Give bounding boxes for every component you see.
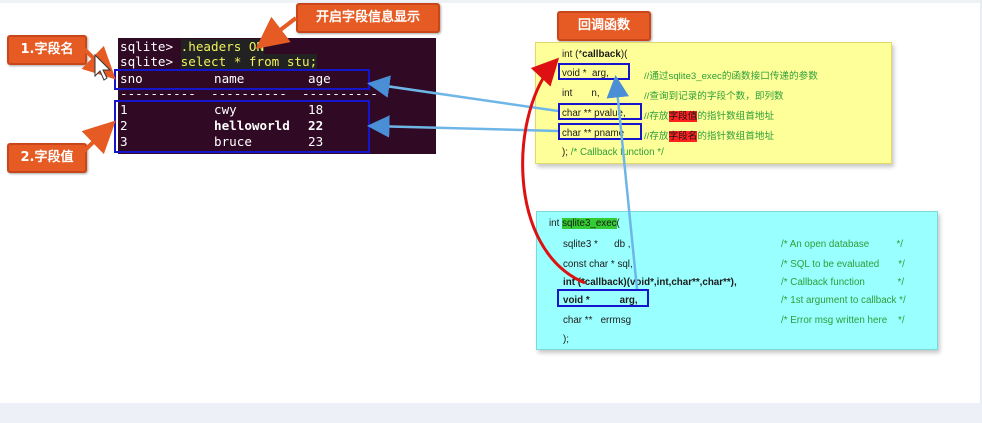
exec-param-sql: const char * sql, — [563, 259, 633, 270]
comment-pname: //存放字段名的指针数组首地址 — [644, 131, 775, 142]
exec-param-db: sqlite3 * db , — [563, 239, 631, 250]
arrow-headers-display — [255, 16, 298, 49]
comment-n: //查询到记录的字段个数，即列数 — [644, 91, 784, 102]
row-3-sno: 3 — [120, 134, 128, 149]
exec-comment-db: /* An open database */ — [781, 239, 904, 250]
page-right-border — [980, 0, 982, 423]
exec-param-callback: int (*callback)(void*,int,char**,char**)… — [563, 277, 737, 288]
pname-param-highlight — [558, 123, 642, 140]
param-pname: char ** pname — [562, 128, 625, 139]
param-pvalue: char ** pvalue, — [562, 108, 626, 119]
exec-comment-arg: /* 1st argument to callback */ — [781, 295, 906, 306]
callout-callback-function: 回调函数 — [557, 11, 651, 41]
exec-close: ); — [563, 334, 569, 345]
row-2-sno: 2 — [120, 118, 128, 133]
column-header-age: age — [308, 71, 331, 86]
callback-close: ); /* Callback function */ — [562, 147, 664, 158]
footer-band — [0, 403, 982, 423]
exec-param-arg: void * arg, — [563, 295, 638, 306]
comment-pvalue: //存放字段值的指针数组首地址 — [644, 111, 775, 122]
row-3-age: 23 — [308, 134, 324, 149]
terminal-line: sqlite> select * from stu; — [120, 54, 318, 69]
callout-field-value: 2.字段值 — [7, 143, 87, 173]
row-2-name: helloworld — [214, 118, 290, 133]
mouse-cursor-icon — [94, 53, 112, 81]
pvalue-param-highlight — [558, 103, 642, 120]
arrow-pvalue-to-values — [367, 115, 559, 138]
prompt: sqlite> — [120, 39, 181, 54]
comment-arg: //通过sqlite3_exec的函数接口传递的参数 — [644, 71, 818, 82]
arrow-exec-arg-to-callback-arg — [606, 75, 639, 290]
param-n: int n, — [562, 88, 600, 99]
callback-signature: int (*callback)( — [562, 49, 628, 60]
arrow-callback-link — [521, 57, 586, 285]
exec-comment-callback: /* Callback function */ — [781, 277, 905, 288]
row-2-age: 22 — [308, 118, 324, 133]
row-3-name: bruce — [214, 134, 252, 149]
row-1-name: cwy — [214, 102, 237, 117]
arrow-pname-to-header — [367, 75, 559, 113]
exec-param-errmsg: char ** errmsg — [563, 315, 632, 326]
exec-comment-errmsg: /* Error msg written here */ — [781, 315, 905, 326]
arrow-field-value — [81, 120, 116, 155]
callout-headers-display: 开启字段信息显示 — [296, 3, 440, 33]
page-top-border — [0, 0, 982, 3]
param-arg: void * arg, — [562, 68, 609, 79]
row-1-sno: 1 — [120, 102, 128, 117]
prompt: sqlite> — [120, 54, 181, 69]
row-1-age: 18 — [308, 102, 324, 117]
callout-field-name: 1.字段名 — [7, 35, 87, 65]
sqlite3-exec-prototype-panel: int sqlite3_exec( sqlite3 * db , /* An o… — [536, 211, 938, 350]
command-select: select * from stu; — [180, 54, 318, 69]
column-header-sno: sno — [120, 71, 143, 86]
exec-comment-sql: /* SQL to be evaluated */ — [781, 259, 905, 270]
exec-signature: int sqlite3_exec( — [549, 218, 620, 229]
exec-arg-highlight — [557, 289, 649, 307]
column-header-name: name — [214, 71, 245, 86]
